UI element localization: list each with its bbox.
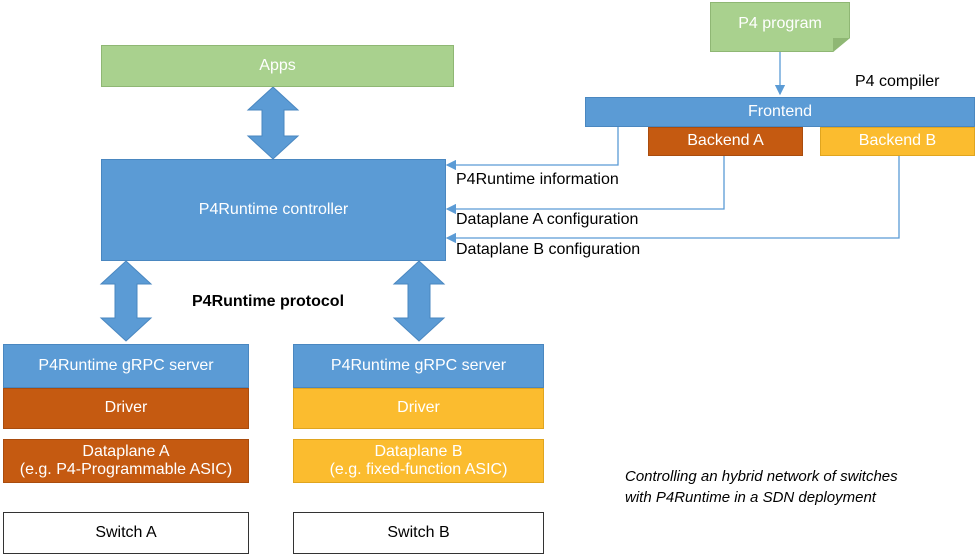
switch-a-label: Switch A — [95, 523, 157, 541]
dataplane-b-title: Dataplane B — [374, 442, 463, 460]
p4runtime-controller-box: P4Runtime controller — [101, 159, 446, 261]
diagram-caption: Controlling an hybrid network of switche… — [625, 466, 898, 508]
dataplane-a-title: Dataplane A — [82, 442, 170, 460]
controller-server-b-double-arrow — [392, 260, 446, 342]
p4-program-box: P4 program — [710, 2, 850, 52]
p4runtime-protocol-label: P4Runtime protocol — [192, 293, 345, 310]
apps-box: Apps — [101, 45, 454, 87]
driver-b-box: Driver — [293, 388, 544, 429]
backend-b-label: Backend B — [858, 132, 937, 150]
switch-b-box: Switch B — [293, 512, 544, 554]
driver-a-box: Driver — [3, 388, 249, 429]
grpc-server-b-box: P4Runtime gRPC server — [293, 344, 544, 388]
backend-a-label: Backend A — [687, 132, 764, 150]
dataplane-b-configuration-label: Dataplane B configuration — [456, 241, 641, 258]
p4runtime-information-arrow — [445, 127, 619, 171]
p4runtime-controller-label: P4Runtime controller — [198, 200, 349, 218]
dataplane-a-box: Dataplane A (e.g. P4-Programmable ASIC) — [3, 439, 249, 483]
dataplane-a-configuration-label: Dataplane A configuration — [456, 211, 639, 228]
backend-b-box: Backend B — [820, 127, 975, 156]
dataplane-b-box: Dataplane B (e.g. fixed-function ASIC) — [293, 439, 544, 483]
dataplane-a-configuration-arrow — [445, 156, 725, 215]
grpc-server-a-box: P4Runtime gRPC server — [3, 344, 249, 388]
p4-program-label: P4 program — [738, 14, 822, 32]
apps-label: Apps — [259, 56, 296, 74]
switch-b-label: Switch B — [387, 523, 450, 541]
grpc-server-a-label: P4Runtime gRPC server — [38, 356, 214, 374]
grpc-server-b-label: P4Runtime gRPC server — [330, 356, 507, 374]
backend-a-box: Backend A — [648, 127, 803, 156]
frontend-label: Frontend — [747, 102, 813, 120]
driver-b-label: Driver — [397, 399, 440, 417]
caption-line-2: with P4Runtime in a SDN deployment — [625, 489, 876, 506]
dataplane-a-subtitle: (e.g. P4-Programmable ASIC) — [19, 461, 233, 478]
dataplane-b-subtitle: (e.g. fixed-function ASIC) — [329, 461, 508, 478]
caption-line-1: Controlling an hybrid network of switche… — [625, 468, 898, 485]
p4runtime-information-label: P4Runtime information — [456, 171, 619, 188]
p4-compiler-label: P4 compiler — [855, 73, 940, 90]
frontend-box: Frontend — [585, 97, 975, 127]
driver-a-label: Driver — [104, 399, 148, 417]
controller-server-a-double-arrow — [99, 260, 153, 342]
switch-a-box: Switch A — [3, 512, 249, 554]
dataplane-b-configuration-arrow — [445, 156, 900, 244]
